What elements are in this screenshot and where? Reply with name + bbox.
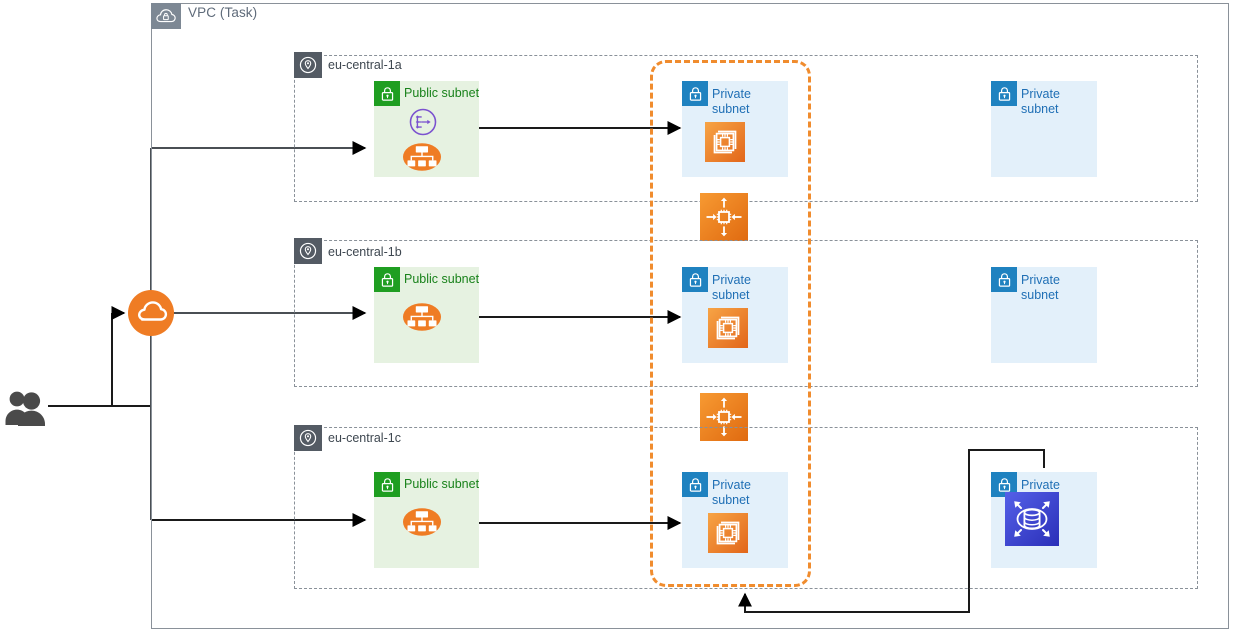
ec2-auto-scaling-icon <box>700 393 748 446</box>
az-a-public-subnet-label: Public subnet <box>404 86 480 100</box>
availability-zone-c-label: eu-central-1c <box>328 431 401 445</box>
az-c-private-subnet-label: Private subnet <box>712 478 751 507</box>
users-icon <box>4 388 50 431</box>
availability-zone-a-label: eu-central-1a <box>328 58 402 72</box>
ec2-instances-icon <box>708 308 748 353</box>
az-b-public-subnet-label: Public subnet <box>404 272 480 286</box>
az-c-private-subnet-2-label: Private <box>1021 478 1060 492</box>
az-a-private-subnet-2-label: Private subnet <box>1021 87 1060 116</box>
vpc-cloud-lock-icon <box>151 3 181 29</box>
nat-gateway-icon <box>402 301 442 338</box>
az-c-public-subnet-label: Public subnet <box>404 477 480 491</box>
lock-blue-icon <box>682 267 708 292</box>
lock-green-icon <box>374 267 400 292</box>
availability-zone-pin-icon <box>294 52 322 78</box>
nat-gateway-icon <box>402 506 442 543</box>
ec2-instances-icon <box>705 122 745 167</box>
vpc-title: VPC (Task) <box>188 5 258 20</box>
az-b-private-subnet-2-label: Private subnet <box>1021 273 1060 302</box>
lock-blue-icon <box>991 267 1017 292</box>
elastic-load-balancer-icon <box>409 108 437 141</box>
ec2-instances-icon <box>708 513 748 558</box>
lock-green-icon <box>374 81 400 106</box>
availability-zone-c-boundary <box>294 427 1198 589</box>
private-tier-boundary <box>650 60 811 587</box>
availability-zone-b-label: eu-central-1b <box>328 245 402 259</box>
lock-blue-icon <box>682 81 708 106</box>
lock-green-icon <box>374 472 400 497</box>
cloudfront-cloud-icon <box>127 289 175 337</box>
az-b-private-subnet-label: Private subnet <box>712 273 751 302</box>
availability-zone-b-boundary <box>294 240 1198 387</box>
nat-gateway-icon <box>402 141 442 178</box>
lock-blue-icon <box>991 81 1017 106</box>
availability-zone-pin-icon <box>294 238 322 264</box>
aurora-database-icon <box>1005 492 1059 551</box>
az-a-private-subnet-label: Private subnet <box>712 87 751 116</box>
availability-zone-pin-icon <box>294 425 322 451</box>
ec2-auto-scaling-icon <box>700 193 748 246</box>
lock-blue-icon <box>682 472 708 497</box>
